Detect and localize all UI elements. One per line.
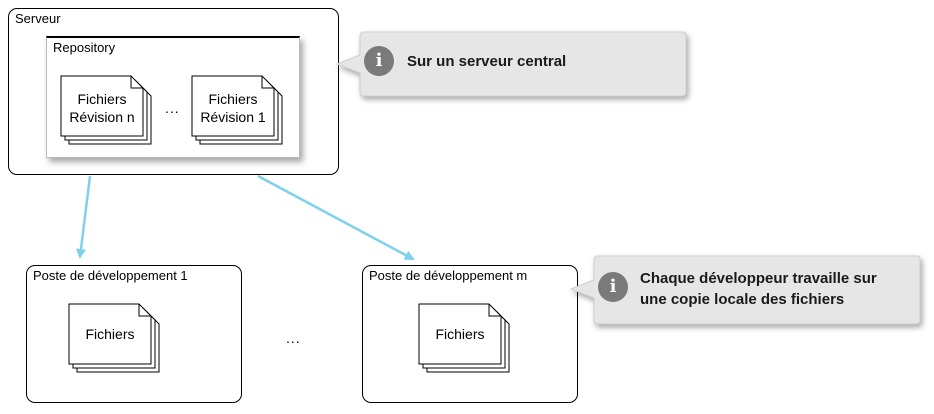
info-icon: i xyxy=(364,46,394,76)
server-box: Serveur Repository Fichiers Révision n .… xyxy=(8,8,339,175)
callout-server-text: Sur un serveur central xyxy=(407,53,567,70)
document-stack-workstation-1: Fichiers xyxy=(68,303,165,373)
server-label: Serveur xyxy=(15,11,61,26)
doc-line-2: Révision n xyxy=(69,109,135,125)
workstation-m-label: Poste de développement m xyxy=(369,268,528,283)
document-stack-workstation-m: Fichiers xyxy=(418,303,515,373)
doc-line-2: Révision 1 xyxy=(200,109,266,125)
doc-label: Fichiers xyxy=(85,326,135,342)
document-stack-revision-1: Fichiers Révision 1 xyxy=(191,75,288,145)
document-stack-icon xyxy=(191,75,283,145)
doc-line-1: Fichiers xyxy=(208,91,258,107)
repository-label: Repository xyxy=(53,40,116,55)
workstations-ellipsis: ... xyxy=(286,330,301,346)
callout-workstation: i Chaque développeur travaille sur une c… xyxy=(568,252,926,328)
document-stack-icon xyxy=(68,303,160,373)
arrow-to-workstation-1 xyxy=(76,175,92,259)
callout-line-1: Chaque développeur travaille sur xyxy=(640,270,877,287)
repository-box: Repository Fichiers Révision n ... xyxy=(46,36,300,158)
callout-server: i Sur un serveur central xyxy=(334,28,692,100)
document-stack-icon xyxy=(418,303,510,373)
callout-line-2: une copie locale des fichiers xyxy=(640,291,845,308)
document-stack-icon xyxy=(60,75,152,145)
arrow-to-workstation-m xyxy=(257,174,415,261)
doc-line-1: Fichiers xyxy=(77,91,127,107)
repository-ellipsis: ... xyxy=(165,100,180,116)
document-stack-revision-n: Fichiers Révision n xyxy=(60,75,157,145)
workstation-1-label: Poste de développement 1 xyxy=(33,268,188,283)
workstation-m-box: Poste de développement m Fichiers xyxy=(362,265,578,403)
workstation-1-box: Poste de développement 1 Fichiers xyxy=(26,265,242,403)
doc-label: Fichiers xyxy=(435,326,485,342)
info-icon: i xyxy=(598,272,628,302)
